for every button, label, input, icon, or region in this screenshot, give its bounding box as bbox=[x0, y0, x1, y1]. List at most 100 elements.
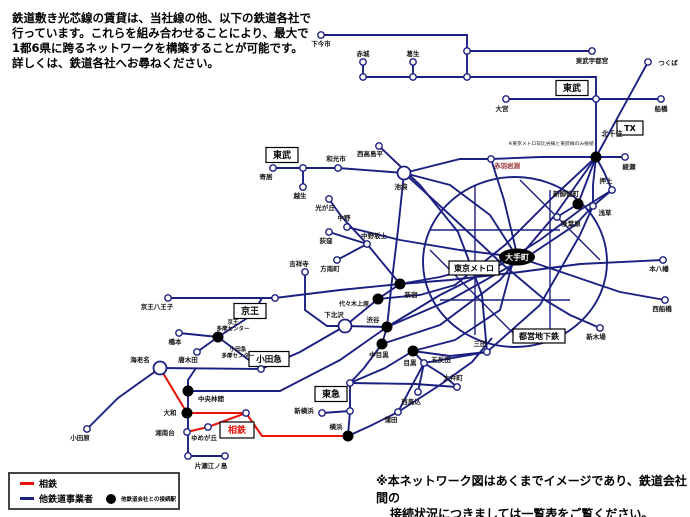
station-label-oshiage: 押上 bbox=[600, 176, 614, 185]
station-naka-meguro bbox=[376, 338, 388, 350]
operator-box-keio bbox=[233, 302, 267, 320]
station-j6 bbox=[299, 164, 307, 172]
rail-line bbox=[595, 61, 649, 158]
station-j5 bbox=[592, 95, 600, 103]
station-yorii bbox=[269, 164, 277, 172]
station-akabane-iwabuchi bbox=[487, 155, 495, 163]
station-mita bbox=[483, 348, 491, 356]
sotetsu-rail-line bbox=[159, 367, 188, 414]
station-label-akihabara: 秋葉原 bbox=[561, 219, 581, 228]
rail-line bbox=[412, 350, 488, 357]
station-label-nakano: 中野 bbox=[338, 213, 352, 222]
rail-line bbox=[321, 410, 351, 414]
station-label-asakusa: 浅草 bbox=[599, 208, 613, 217]
station-yoyogi-uehara bbox=[372, 293, 384, 305]
station-j1 bbox=[463, 47, 471, 55]
station-shinjuku bbox=[394, 278, 406, 290]
station-shin-okachimachi bbox=[572, 198, 584, 210]
station-label-katase-enoshima: 片瀬江ノ島 bbox=[195, 461, 228, 470]
station-label-hikarigaoka: 光が丘 bbox=[314, 203, 335, 212]
rail-line bbox=[86, 367, 161, 430]
station-label-akabane-iwabuchi: 赤羽岩淵 bbox=[494, 161, 521, 170]
station-nishi-funabashi bbox=[661, 296, 669, 304]
operator-box-tokyo-metro bbox=[448, 260, 500, 276]
station-hashimoto bbox=[175, 329, 183, 337]
station-wakoshi bbox=[334, 164, 342, 172]
rail-line bbox=[304, 272, 345, 327]
operator-box-tobu-west bbox=[265, 146, 299, 164]
station-ebina bbox=[152, 360, 168, 376]
operator-box-tx bbox=[616, 120, 644, 136]
station-nakano bbox=[343, 223, 351, 231]
station-funabashi bbox=[657, 95, 665, 103]
intro-line: 行っています。これらを組み合わせることにより、最大で bbox=[12, 26, 309, 40]
legend-label-others: 他鉄道事業者 bbox=[39, 495, 94, 505]
station-ogose bbox=[299, 183, 307, 191]
station-label-yorii: 寄居 bbox=[260, 172, 274, 181]
station-jt2 bbox=[346, 407, 354, 415]
station-label-mita: 三田 bbox=[474, 340, 488, 348]
station-label-akagi: 赤城 bbox=[357, 49, 371, 58]
station-shin-kiba bbox=[596, 324, 604, 332]
station-yumegaoka bbox=[204, 423, 212, 431]
intro-line: 1都6県に跨るネットワークを構築することが可能です。 bbox=[12, 41, 303, 55]
station-katase-enoshima bbox=[221, 452, 229, 460]
legend-label-sotetsu: 相鉄 bbox=[39, 480, 58, 490]
legend-row-sotetsu: 相鉄 bbox=[20, 477, 178, 490]
operator-box-label-tokyo-metro: 東京メトロ bbox=[454, 263, 494, 273]
station-kuzuu bbox=[409, 58, 417, 66]
legend-label-connection-station: 他鉄道会社との接続駅 bbox=[121, 496, 176, 503]
operator-box-label-tx: TX bbox=[624, 124, 636, 133]
station-label-tobu-utsunomiya: 東武宇都宮 bbox=[576, 56, 609, 65]
station-shibuya bbox=[381, 321, 393, 333]
rail-line bbox=[349, 382, 458, 388]
station-kichijoji bbox=[301, 268, 309, 276]
station-yokohama bbox=[342, 430, 354, 442]
operator-box-label-odakyu: 小田急 bbox=[255, 354, 282, 365]
rail-line bbox=[412, 158, 517, 352]
station-keio-hachioji bbox=[164, 294, 172, 302]
rail-line bbox=[429, 249, 521, 341]
station-label-odakyu-tama-center: 小田急多摩センター bbox=[221, 345, 255, 360]
rail-line bbox=[168, 283, 401, 299]
station-meguro bbox=[407, 345, 419, 357]
station-karakida bbox=[193, 348, 201, 356]
station-gotanda bbox=[420, 359, 428, 367]
operator-box-tokyu bbox=[314, 385, 348, 403]
sotetsu-line-swatch bbox=[20, 482, 34, 485]
station-label-yamato: 大和 bbox=[164, 408, 177, 417]
station-label-omiya: 大宮 bbox=[496, 104, 510, 113]
rail-line bbox=[592, 156, 597, 206]
operator-box-label-keio: 京王 bbox=[241, 305, 259, 317]
rail-line bbox=[595, 156, 613, 191]
station-label-gotanda: 五反田 bbox=[431, 355, 451, 364]
rail-line bbox=[397, 337, 493, 413]
station-omiya bbox=[502, 95, 510, 103]
rail-line bbox=[417, 205, 594, 393]
operator-box-toei bbox=[512, 328, 566, 344]
rail-line bbox=[363, 76, 597, 157]
station-shimo-kitazawa bbox=[337, 318, 353, 334]
station-kita-senju bbox=[590, 151, 602, 163]
rail-line bbox=[397, 362, 425, 413]
station-label-otemachi: 大手町 bbox=[505, 252, 529, 262]
operator-box-label-toei: 都営地下鉄 bbox=[518, 331, 560, 341]
station-label-naka-meguro: 中目黒 bbox=[369, 350, 389, 359]
station-kamata bbox=[394, 408, 402, 416]
station-label-shin-yokohama: 新横浜 bbox=[294, 406, 314, 415]
station-label-shinjuku: 新宿 bbox=[405, 290, 419, 299]
station-tsukuba bbox=[644, 58, 652, 66]
footnote-line: 接続状況につきましては一覧表をご覧ください。 bbox=[390, 507, 654, 517]
station-ikebukuro bbox=[396, 165, 412, 181]
station-label-karakida: 唐木田 bbox=[178, 355, 198, 364]
station-label-moto-yawata: 本八幡 bbox=[649, 264, 669, 273]
station-label-ogose: 越生 bbox=[293, 191, 308, 200]
station-label-wakoshi: 和光市 bbox=[325, 154, 346, 163]
intro-paragraph: 鉄道敷き光芯線の賃貸は、当社線の他、以下の鉄道各社で 行っています。これらを組み… bbox=[12, 11, 352, 71]
station-label-ikebukuro: 池袋 bbox=[395, 182, 409, 191]
station-label-chuo-rinkan: 中央林間 bbox=[198, 394, 225, 403]
station-tobu-utsunomiya bbox=[588, 47, 596, 55]
rail-line bbox=[337, 167, 405, 174]
